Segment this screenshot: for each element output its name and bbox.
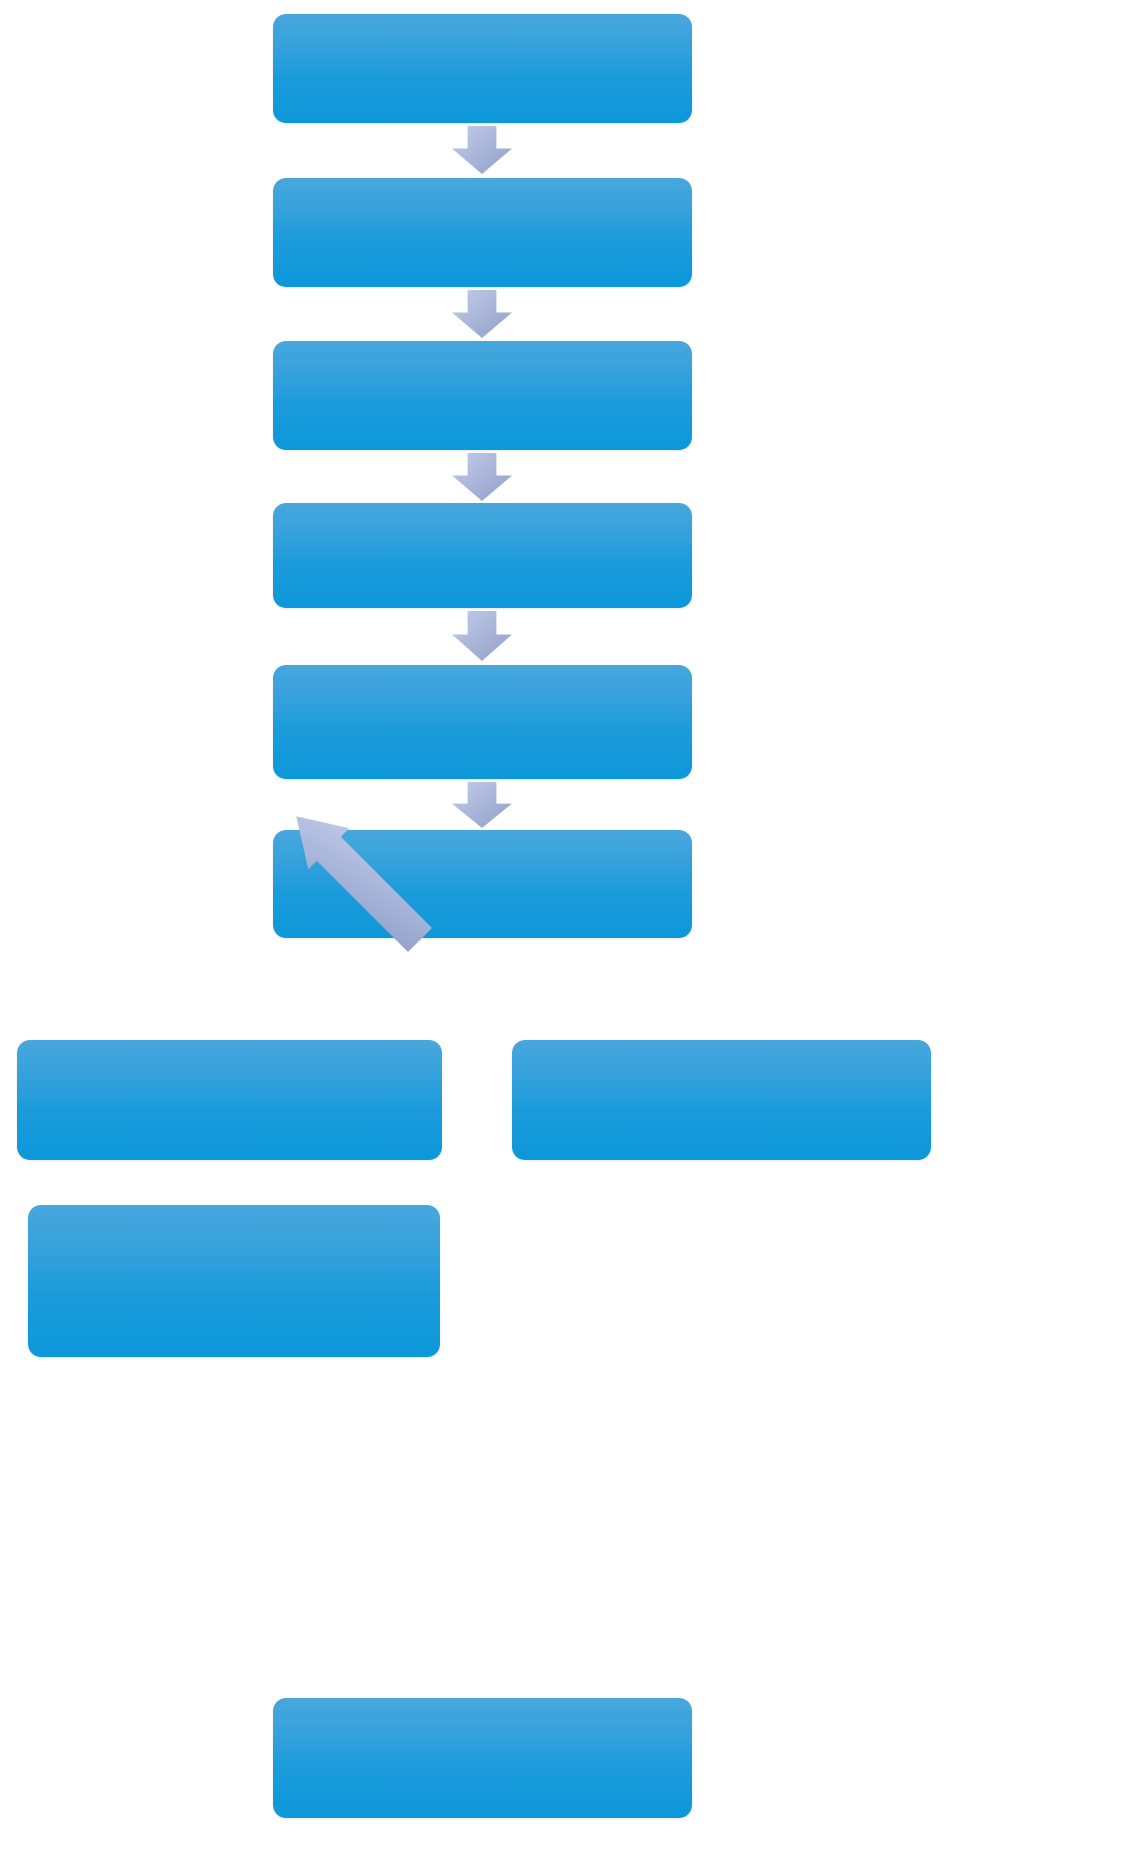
arrow-body [296, 816, 433, 953]
arrow-body [452, 126, 512, 174]
node-molecular-mimicry[interactable] [273, 503, 692, 608]
arrow-arrow-antigen-to-mimicry [452, 453, 512, 501]
arrow-body [452, 782, 512, 828]
arrow-arrow-dendritic-to-tcells [452, 782, 512, 828]
arrow-arrow-tcells-to-bcells [296, 816, 433, 953]
arrow-body [452, 611, 512, 661]
node-gi-dysbiosis[interactable] [273, 14, 692, 123]
arrow-body [452, 453, 512, 501]
node-dendritic-cells[interactable] [273, 665, 692, 779]
node-proinflammatory-cytokines[interactable] [512, 1040, 931, 1160]
node-autoantibodies[interactable] [28, 1205, 440, 1357]
arrow-arrow-mimicry-to-dendritic [452, 611, 512, 661]
node-gut-permeability[interactable] [273, 178, 692, 287]
node-sjogrens-syndrome[interactable] [273, 1698, 692, 1818]
arrow-body [452, 290, 512, 338]
arrow-arrow-permeability-to-antigen [452, 290, 512, 338]
node-b-lymphocytes[interactable] [17, 1040, 442, 1160]
arrow-arrow-dysbiosis-to-permeability [452, 126, 512, 174]
node-antigen-exposure[interactable] [273, 341, 692, 450]
